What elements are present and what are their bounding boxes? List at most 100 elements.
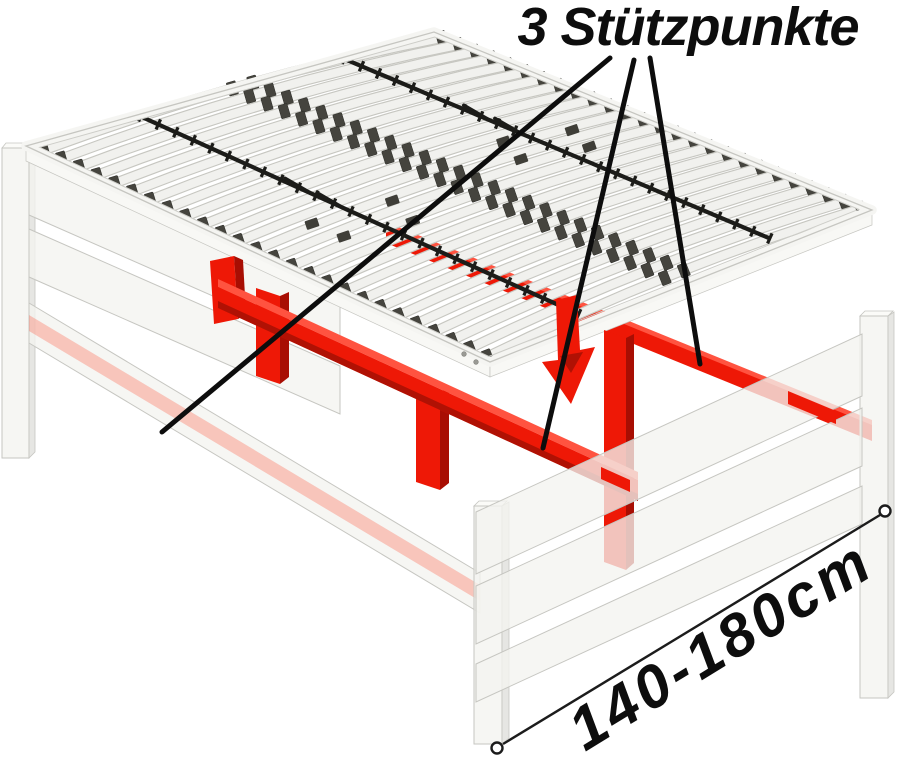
slat (379, 163, 762, 311)
slat-end-cap-icon (640, 262, 655, 279)
belt-clip-tick (452, 253, 460, 265)
slat-end-cap-icon (381, 148, 395, 165)
belt-clip-tick (189, 134, 197, 146)
belt-clip-tick (357, 60, 366, 72)
slat-end-cap-icon (487, 179, 501, 196)
belt-clip-tick (561, 146, 570, 158)
belt-clip-tick (207, 142, 215, 154)
slat (326, 143, 711, 287)
front-rail-board-3 (475, 485, 863, 703)
slat (308, 136, 695, 278)
slat-end-cap-icon (418, 149, 432, 166)
belt-clip-tick (391, 74, 400, 87)
beam-gap-highlights-group (601, 391, 836, 492)
diagram-title: 3 Stützpunkte (517, 0, 858, 57)
slat (361, 156, 745, 303)
slat-end-cap-icon (537, 216, 551, 233)
slat-end-cap-icon (315, 104, 329, 121)
support-pointer-line (540, 57, 637, 451)
belt-clip-tick (487, 268, 495, 281)
belt-clip-tick (374, 67, 383, 80)
right-post-top-face (859, 310, 894, 317)
belt-chevron-mark (493, 116, 523, 136)
slat-end-cap-icon (298, 97, 311, 114)
front-rail-board-2 (475, 407, 863, 645)
belt-clip-tick (596, 161, 604, 173)
floor-beam-group (210, 256, 638, 501)
slat-end-cap-icon (504, 187, 518, 204)
belt-clip-tick (259, 166, 268, 178)
slat-end-cap-icon (329, 126, 343, 142)
belt-clip-tick (527, 132, 536, 144)
slat (273, 122, 661, 262)
slat-end-cap-icon (416, 163, 430, 180)
floor-beam-bottom-edge (218, 301, 638, 501)
support-leg-2-side (440, 388, 449, 490)
slat (290, 129, 678, 270)
belt-clip-tick (382, 221, 390, 233)
belt-clip-tick (242, 158, 250, 170)
belt-clip-tick (522, 284, 530, 297)
left-lower-rail-red-tint (29, 315, 480, 601)
slat-end-cap-icon (364, 141, 378, 157)
belt-clip-tick (408, 82, 417, 94)
slat-end-cap-icon (502, 201, 516, 218)
right-post-side-face (887, 311, 895, 699)
dimension-endpoint-left (490, 741, 504, 755)
belt-clip-tick (749, 225, 757, 237)
slat-end-cap-icon (467, 186, 482, 203)
slat-end-cap-icon (608, 232, 622, 249)
belt-clip-tick (417, 237, 425, 249)
belt-clip-tick (347, 205, 355, 218)
slat (485, 204, 863, 361)
belt-clip-tick (539, 292, 548, 304)
slat-end-cap-icon (522, 194, 536, 211)
slat (432, 184, 812, 336)
belt-chevron-mark (315, 191, 345, 210)
slat-end-cap-icon (606, 247, 620, 264)
belt-clip-tick (766, 232, 774, 245)
slat (219, 102, 611, 237)
floor-beam-top-face (218, 279, 638, 480)
slatted-base-group (21, 27, 877, 378)
slat-end-cap-icon (384, 134, 398, 151)
belt-clip-tick (732, 218, 740, 230)
slat-end-cap-icon (556, 209, 570, 226)
slat (184, 88, 577, 221)
dimension-endpoint-right (878, 504, 892, 518)
support-leg-2 (416, 384, 440, 490)
slat (95, 54, 493, 179)
firmness-clip (513, 153, 529, 166)
floor-beam-gap-highlight (601, 467, 630, 492)
slat-end-cap-icon (433, 171, 447, 188)
slat-end-cap-icon (642, 247, 656, 264)
slat (414, 177, 795, 328)
slat-end-cap-icon (573, 217, 588, 234)
slat-end-cap-icon (657, 269, 672, 286)
slat (468, 197, 846, 353)
slat-end-cap-icon (623, 254, 637, 271)
slat-end-cap-icon (347, 133, 360, 150)
belt-clip-tick (364, 213, 373, 225)
slat (77, 47, 476, 171)
center-belt (343, 57, 771, 241)
belt-clip-tick (698, 204, 706, 216)
slat-end-cap-icon (260, 95, 274, 112)
left-post (1, 147, 30, 459)
bed-frame-front-group (473, 310, 895, 745)
belt-clip-tick (544, 139, 553, 151)
belt-clip-tick (277, 174, 285, 186)
slat-end-cap-icon (485, 194, 499, 211)
support-pointer-line (159, 55, 613, 435)
firmness-clip (564, 124, 580, 137)
belt-clip-tick (172, 126, 180, 138)
slat (397, 170, 779, 320)
slat-end-cap-icon (277, 103, 291, 119)
support-pointer-line (647, 55, 703, 367)
screw-dot-icon (461, 351, 467, 357)
firmness-clip (304, 217, 320, 230)
belt-clip-tick (469, 261, 478, 273)
belt-clip-tick (425, 89, 434, 101)
